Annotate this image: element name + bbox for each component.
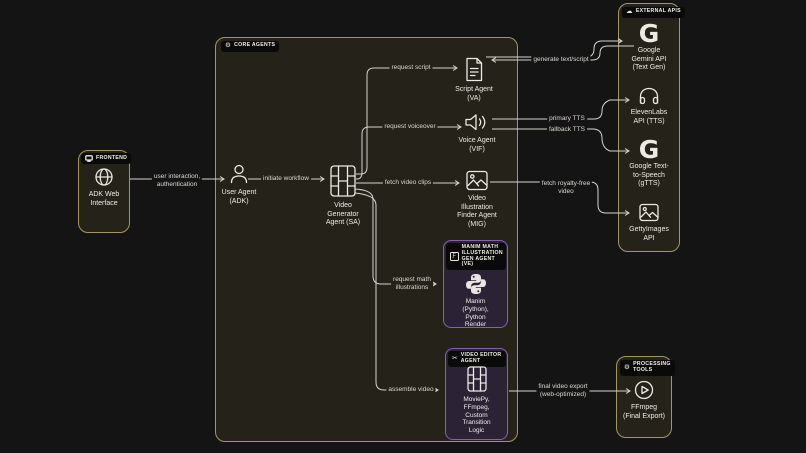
edge-request-voiceover	[356, 124, 462, 180]
monitor-icon	[85, 155, 93, 162]
document-icon	[466, 57, 483, 82]
image-icon	[466, 170, 488, 191]
scissors-icon: ✂	[452, 354, 458, 362]
gear-icon: ⚙	[624, 363, 631, 371]
edge-label-primary-tts: primary TTS	[547, 113, 587, 125]
node-video-generator-agent: Video Generator Agent (SA)	[316, 165, 370, 228]
speaker-icon	[465, 114, 486, 131]
node-script-agent: Script Agent (VA)	[447, 57, 501, 103]
google-g-icon: G	[638, 19, 660, 48]
edge-label-request-script: request script	[389, 62, 433, 74]
headphones-icon	[639, 87, 659, 105]
node-ffmpeg-final-export: FFmpeg (Final Export)	[617, 380, 671, 421]
google-g-icon: G	[638, 135, 660, 164]
badge-core-agents: ⚙ CORE AGENTS	[221, 41, 280, 52]
python-icon	[465, 274, 486, 294]
group-external-apis	[618, 3, 680, 252]
node-gettyimages-api: GettyImages API	[621, 203, 677, 243]
globe-icon	[95, 168, 113, 186]
badge-video-editor-agent: ✂ VIDEO EDITOR AGENT	[448, 351, 506, 367]
edge-label-fallback-tts: fallback TTS	[546, 124, 588, 136]
edge-label-generate-text: generate text/script	[531, 54, 591, 66]
edge-label-initiate-workflow: initiate workflow	[261, 173, 311, 185]
edge-label-final-export: final video export(web-optimized)	[536, 381, 590, 401]
function-icon: ƒ	[450, 252, 459, 261]
node-user-agent: User Agent (ADK)	[212, 163, 266, 206]
edge-label-request-voiceover: request voiceover	[382, 121, 438, 133]
node-manim-python-render: Manim (Python), Python Render	[446, 272, 505, 329]
node-adk-web-interface: ADK Web Interface	[78, 167, 130, 208]
film-icon	[466, 366, 487, 392]
edge-request-math	[354, 188, 437, 287]
edge-fetch-royalty	[490, 181, 630, 216]
edge-primary-tts	[492, 97, 630, 120]
edge-request-script	[356, 65, 458, 175]
node-illustration-finder-agent: Video Illustration Finder Agent (MIG)	[450, 170, 504, 229]
edge-fallback-tts	[492, 128, 630, 154]
edge-assemble-video	[354, 192, 439, 393]
badge-processing-tools: ⚙ PROCESSING TOOLS	[620, 360, 675, 376]
badge-frontend: FRONTEND	[81, 153, 132, 164]
edge-label-assemble-video: assemble video	[386, 384, 436, 396]
node-moviepy-ffmpeg: MoviePy, FFmpeg, Custom Transition Logic	[448, 366, 505, 435]
node-google-tts: G Google Text- to-Speech (gTTS)	[629, 135, 669, 188]
play-circle-icon	[634, 380, 654, 400]
edge-label-user-interaction: user interaction,authentication	[151, 171, 203, 191]
badge-external-apis: ☁ EXTERNAL APIS	[622, 7, 685, 18]
cloud-icon: ☁	[626, 8, 633, 15]
person-icon	[230, 164, 248, 184]
node-elevenlabs-api: ElevenLabs API (TTS)	[621, 86, 677, 126]
film-icon	[330, 165, 356, 197]
badge-manim-agent: ƒ MANIM MATH ILLUSTRATION GEN AGENT (VE)	[446, 243, 506, 271]
gear-icon: ⚙	[225, 42, 232, 49]
edge-generate-text	[491, 45, 634, 63]
node-voice-agent: Voice Agent (VIF)	[450, 112, 504, 154]
image-icon	[639, 203, 659, 222]
node-google-gemini-api: G Google Gemini API (Text Gen)	[631, 19, 667, 72]
edge-label-fetch-video-clips: fetch video clips	[382, 177, 434, 189]
